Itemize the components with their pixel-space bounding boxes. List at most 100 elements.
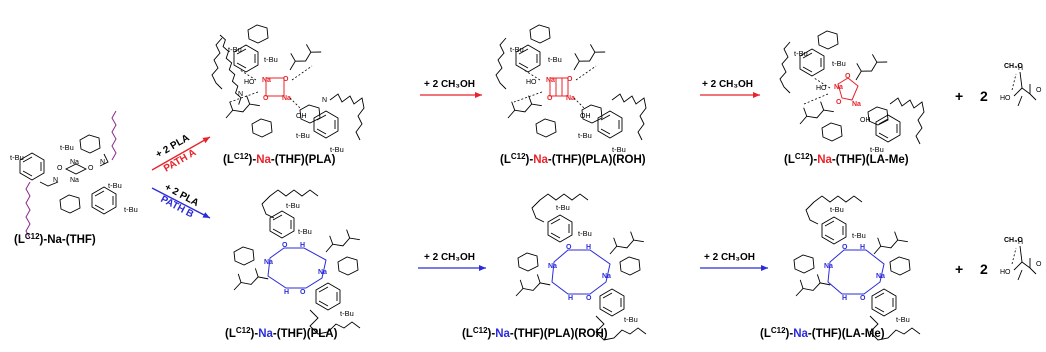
atom-o: O <box>586 295 592 302</box>
atom-na: Na <box>548 263 557 270</box>
tbu-label: t-Bu <box>10 153 24 162</box>
tbu-label: t-Bu <box>124 205 138 214</box>
atom-o: O <box>282 242 288 249</box>
coefficient: 2 <box>980 88 988 104</box>
atom-o: O <box>57 165 63 172</box>
tbu-label: t-Bu <box>108 181 122 190</box>
tbu-label: t-Bu <box>612 145 626 154</box>
tbu-label: t-Bu <box>296 131 310 140</box>
atom-n: N <box>100 159 105 166</box>
tbu-label: t-Bu <box>548 55 562 64</box>
tbu-label: t-Bu <box>624 315 638 324</box>
branch-arrow-path-a: + 2 PLA PATH A <box>151 133 211 175</box>
atom-na: Na <box>824 263 833 270</box>
atom-h: H <box>1018 65 1023 72</box>
atom-o: O <box>547 95 553 102</box>
tbu-label: t-Bu <box>852 231 866 240</box>
tbu-label: t-Bu <box>330 145 344 154</box>
tbu-label: t-Bu <box>228 45 242 54</box>
plus-sign: + <box>955 261 963 277</box>
atom-ch3o: CH₃O <box>1004 237 1023 244</box>
complex-b2: Na Na O H H O t-Bu t-Bu t-Bu <box>511 193 647 341</box>
atom-na: Na <box>834 84 843 91</box>
complex-b1: Na Na O H H O t-Bu t-Bu t-Bu <box>229 189 361 335</box>
atom-na: Na <box>852 101 861 108</box>
atom-na: Na <box>876 273 885 280</box>
arrow-a1-a2: + 2 CH₃OH <box>420 79 482 98</box>
atom-o: O <box>283 76 289 83</box>
complex-a1: Na Na O O HO OH N N t-Bu t-Bu t-Bu t-Bu <box>211 24 365 154</box>
methyl-lactate-bottom: CH₃O HO O H <box>1000 237 1042 281</box>
atom-n: N <box>238 91 243 98</box>
atom-na: Na <box>70 159 79 166</box>
tbu-label: t-Bu <box>340 309 354 318</box>
methanol-reagent: + 2 CH₃OH <box>424 252 475 263</box>
label-a2: (LC12)-Na-(THF)(PLA)(ROH) <box>500 152 646 166</box>
atom-n: N <box>322 97 327 104</box>
atom-ho: HO <box>526 79 537 86</box>
tbu-label: t-Bu <box>556 203 570 212</box>
atom-h: H <box>860 244 865 251</box>
arrow-a2-a3: + 2 CH₃OH <box>700 79 760 98</box>
atom-ho: HO <box>816 85 827 92</box>
complex-b3: Na Na O H H O t-Bu t-Bu t-Bu <box>791 195 921 341</box>
label-b1: (LC12)-Na-(THF)(PLA) <box>225 326 338 340</box>
methanol-reagent: + 2 CH₃OH <box>704 252 755 263</box>
atom-h: H <box>586 244 591 251</box>
coefficient: 2 <box>980 261 988 277</box>
start-label: (LC12)-Na-(THF) <box>14 232 96 246</box>
label-a3: (LC12)-Na-(THF)(LA-Me) <box>784 152 909 166</box>
arrow-b2-b3: + 2 CH₃OH <box>700 252 768 271</box>
plus-sign: + <box>955 88 963 104</box>
tbu-label: t-Bu <box>286 201 300 210</box>
tbu-label: t-Bu <box>832 59 846 68</box>
atom-na: Na <box>264 259 273 266</box>
atom-o: O <box>263 95 269 102</box>
atom-na: Na <box>566 95 575 102</box>
tbu-label: t-Bu <box>60 143 74 152</box>
atom-o: O <box>567 76 573 83</box>
atom-na: Na <box>70 177 79 184</box>
methanol-reagent: + 2 CH₃OH <box>424 79 475 90</box>
atom-o: O <box>845 73 851 80</box>
atom-na: Na <box>546 77 555 84</box>
tbu-label: t-Bu <box>830 205 844 214</box>
atom-na: Na <box>602 273 611 280</box>
atom-h: H <box>842 295 847 302</box>
tbu-label: t-Bu <box>578 131 592 140</box>
label-b2: (LC12)-Na-(THF)(PLA)(ROH) <box>462 326 608 340</box>
complex-a3: Na Na O O HO OH t-Bu t-Bu t-Bu <box>779 30 925 154</box>
tbu-label: t-Bu <box>578 229 592 238</box>
atom-h: H <box>568 295 573 302</box>
atom-ho: HO <box>244 79 255 86</box>
atom-o: O <box>300 289 306 296</box>
start-complex: O Na O Na N N t-Bu t-Bu t-Bu t-Bu (LC12)… <box>10 110 138 246</box>
atom-na: Na <box>262 77 271 84</box>
tbu-label: t-Bu <box>264 55 278 64</box>
methanol-reagent: + 2 CH₃OH <box>702 79 753 90</box>
methyl-lactate-top: CH₃O HO O H <box>1000 63 1042 107</box>
atom-ch3o: CH₃O <box>1004 63 1023 70</box>
tbu-label: t-Bu <box>896 315 910 324</box>
atom-oh: OH <box>860 117 871 124</box>
atom-na: Na <box>318 269 327 276</box>
atom-h: H <box>284 289 289 296</box>
atom-h: H <box>1018 239 1023 246</box>
atom-ho: HO <box>1000 95 1011 102</box>
atom-o: O <box>1036 87 1042 94</box>
arrow-b1-b2: + 2 CH₃OH <box>418 252 486 271</box>
label-b3: (LC12)-Na-(THF)(LA-Me) <box>760 326 885 340</box>
tbu-label: t-Bu <box>794 49 808 58</box>
atom-oh: OH <box>580 113 591 120</box>
atom-o: O <box>566 244 572 251</box>
atom-o: O <box>1036 261 1042 268</box>
complex-a2: Na Na O O HO OH t-Bu t-Bu t-Bu t-Bu <box>495 24 647 154</box>
atom-n: N <box>53 177 58 184</box>
atom-o: O <box>860 295 866 302</box>
tbu-label: t-Bu <box>870 145 884 154</box>
atom-oh: OH <box>296 113 307 120</box>
atom-o: O <box>88 165 94 172</box>
atom-na: Na <box>282 95 291 102</box>
atom-h: H <box>300 242 305 249</box>
